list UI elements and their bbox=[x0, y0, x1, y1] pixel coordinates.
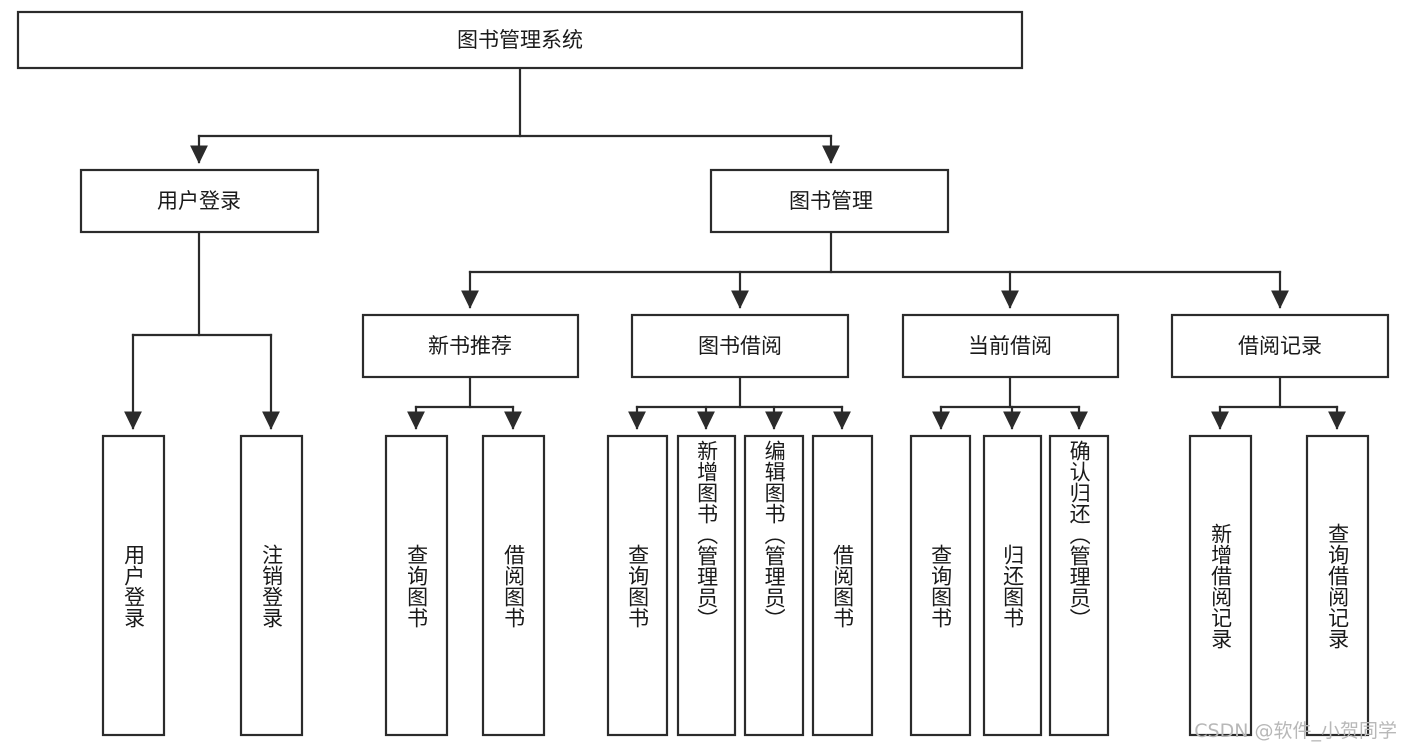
node-book-borrow-rect bbox=[630, 313, 850, 379]
node-user-login-rect bbox=[79, 168, 320, 234]
node-borrow-record-label: 借阅记录 bbox=[1238, 334, 1322, 358]
node-book-management-rect bbox=[709, 168, 950, 234]
node-root-label: 图书管理系统 bbox=[457, 28, 583, 52]
node-new-book-recommend[interactable]: 新书推荐 bbox=[361, 313, 580, 379]
node-book-borrow[interactable]: 图书借阅 bbox=[630, 313, 850, 379]
connector-group-user-login bbox=[123, 230, 281, 430]
node-current-borrow-label: 当前借阅 bbox=[968, 334, 1052, 358]
node-borrow-record-rect bbox=[1170, 313, 1390, 379]
node-new-book-recommend-rect bbox=[361, 313, 580, 379]
leaf-rect-query-borrow-record[interactable] bbox=[1305, 434, 1370, 737]
connector-group-book-borrow bbox=[627, 375, 852, 430]
node-root-book-management-system[interactable]: 图书管理系统 bbox=[16, 10, 1024, 70]
node-book-management-label: 图书管理 bbox=[789, 189, 873, 213]
leaf-rect-user-login[interactable] bbox=[101, 434, 166, 737]
node-user-login-label: 用户登录 bbox=[157, 189, 241, 213]
leaf-rect-borrow-book-1[interactable] bbox=[481, 434, 546, 737]
node-borrow-record[interactable]: 借阅记录 bbox=[1170, 313, 1390, 379]
leaf-rect-edit-book[interactable] bbox=[743, 434, 805, 737]
leaf-rect-add-borrow-record[interactable] bbox=[1188, 434, 1253, 737]
leaf-rect-logout[interactable] bbox=[239, 434, 304, 737]
node-user-login[interactable]: 用户登录 bbox=[79, 168, 320, 234]
leaf-rect-query-book-2[interactable] bbox=[606, 434, 669, 737]
connector-group-root bbox=[189, 66, 841, 164]
connector-group-current-borrow bbox=[931, 375, 1089, 430]
node-current-borrow[interactable]: 当前借阅 bbox=[901, 313, 1120, 379]
leaf-rect-query-book-3[interactable] bbox=[909, 434, 972, 737]
leaf-rect-query-book-1[interactable] bbox=[384, 434, 449, 737]
node-book-borrow-label: 图书借阅 bbox=[698, 334, 782, 358]
leaf-rect-confirm-return[interactable] bbox=[1048, 434, 1110, 737]
connector-group-book-management bbox=[460, 230, 1290, 309]
connector-group-borrow-record bbox=[1210, 375, 1347, 430]
csdn-watermark: CSDN @软件_小贺同学 bbox=[1194, 720, 1397, 742]
node-current-borrow-rect bbox=[901, 313, 1120, 379]
leaf-rect-borrow-book-2[interactable] bbox=[811, 434, 874, 737]
leaf-rect-return-book[interactable] bbox=[982, 434, 1043, 737]
node-new-book-recommend-label: 新书推荐 bbox=[428, 334, 512, 358]
connector-group-new-book-recommend bbox=[406, 375, 523, 430]
node-book-management[interactable]: 图书管理 bbox=[709, 168, 950, 234]
leaf-rect-add-book[interactable] bbox=[676, 434, 737, 737]
node-root-rect bbox=[16, 10, 1024, 70]
